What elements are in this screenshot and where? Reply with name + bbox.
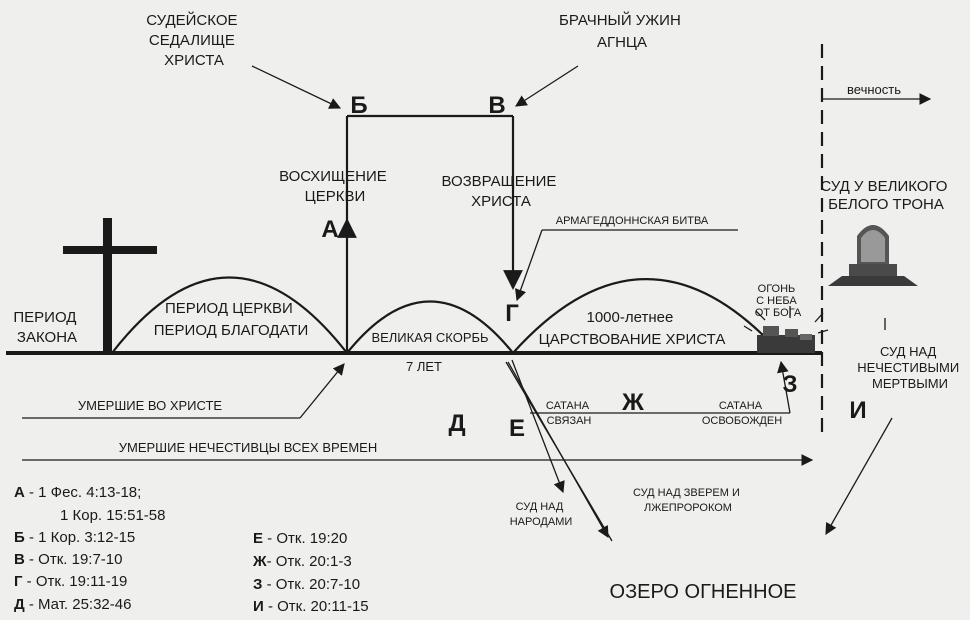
law-period-label: ПЕРИОД ЗАКОНА: [13, 309, 80, 346]
throne-icon: [828, 225, 918, 286]
legend-item: Ж- Отк. 20:1-3: [252, 553, 352, 570]
judgment-seat-label: СУДЕЙСКОЕ СЕДАЛИЩЕ ХРИСТА: [146, 11, 241, 69]
satan-released-label: САТАНА ОСВОБОЖДЕН: [702, 400, 782, 427]
legend-item: Е - Отк. 19:20: [253, 530, 347, 547]
satan-released-arrow: [777, 360, 791, 414]
judgment-dead-label: СУД НАД НЕЧЕСТИВЫМИ МЕРТВЫМИ: [857, 344, 963, 391]
letter-g: Г: [505, 300, 519, 327]
wicked-dead-label: УМЕРШИЕ НЕЧЕСТИВЦЫ ВСЕХ ВРЕМЕН: [119, 440, 378, 455]
dead-in-christ-arrow: [299, 363, 345, 419]
church-period-label: ПЕРИОД ЦЕРКВИ ПЕРИОД БЛАГОДАТИ: [154, 300, 308, 339]
legend-item: А - 1 Фес. 4:13-18;: [14, 484, 141, 501]
legend-item: Б - 1 Кор. 3:12-15: [14, 529, 135, 546]
armageddon-pointer: [515, 229, 543, 302]
great-white-throne-label: СУД У ВЕЛИКОГО БЕЛОГО ТРОНА: [820, 178, 951, 213]
tribulation-label: ВЕЛИКАЯ СКОРБЬ: [371, 330, 488, 345]
legend-item: И - Отк. 20:11-15: [253, 598, 369, 615]
letter-v: В: [488, 92, 505, 119]
tribulation-arc: [346, 300, 514, 354]
letter-a: А: [321, 216, 338, 243]
satan-bound-label: САТАНА СВЯЗАН: [546, 400, 592, 427]
legend-item: З - Отк. 20:7-10: [253, 576, 360, 593]
letter-zh: Ж: [621, 389, 644, 416]
judgment-beast-label: СУД НАД ЗВЕРЕМ И ЛЖЕПРОРОКОМ: [633, 487, 743, 514]
eternity-label: вечность: [847, 82, 901, 97]
beast-judgment-arrow-b: [505, 361, 613, 542]
rapture-label: ВОСХИЩЕНИЕ ЦЕРКВИ: [279, 168, 391, 205]
fire-from-god-label: ОГОНЬ С НЕБА ОТ БОГА: [755, 283, 802, 319]
judgment-seat-arrow: [251, 65, 342, 109]
armageddon-label: АРМАГЕДДОННСКАЯ БИТВА: [556, 215, 709, 227]
letter-z: З: [782, 371, 797, 398]
city-camp-icon: [757, 326, 815, 353]
church-period-arc: [111, 276, 348, 354]
lake-of-fire-label: ОЗЕРО ОГНЕННОЕ: [610, 581, 797, 603]
fire-rays-icon: [743, 306, 829, 334]
judgment-nations-label: СУД НАД НАРОДАМИ: [510, 501, 573, 528]
letter-i: И: [849, 397, 866, 424]
letter-d: Д: [448, 410, 465, 437]
millennium-label: 1000-летнее ЦАРСТВОВАНИЕ ХРИСТА: [539, 309, 726, 348]
legend-item: В - Отк. 19:7-10: [14, 551, 122, 568]
legend: А - 1 Фес. 4:13-18; 1 Кор. 15:51-58 Б - …: [14, 484, 369, 615]
legend-item: Д - Мат. 25:32-46: [14, 596, 131, 613]
legend-item: Г - Отк. 19:11-19: [14, 573, 127, 590]
judgment-nations-arrow: [511, 359, 565, 494]
marriage-supper-arrow: [515, 65, 579, 107]
dead-in-christ-label: УМЕРШИЕ ВО ХРИСТЕ: [78, 398, 223, 413]
marriage-supper-label: БРАЧНЫЙ УЖИН АГНЦА: [559, 11, 685, 51]
letter-b: Б: [350, 92, 367, 119]
seven-years-label: 7 ЛЕТ: [406, 359, 442, 374]
return-label: ВОЗВРАЩЕНИЕ ХРИСТА: [441, 173, 560, 210]
millennium-arc: [512, 277, 769, 354]
judgment-dead-arrow: [825, 417, 893, 536]
legend-item: 1 Кор. 15:51-58: [60, 507, 165, 524]
cross-icon: [63, 218, 157, 355]
letter-e: Е: [509, 415, 525, 442]
